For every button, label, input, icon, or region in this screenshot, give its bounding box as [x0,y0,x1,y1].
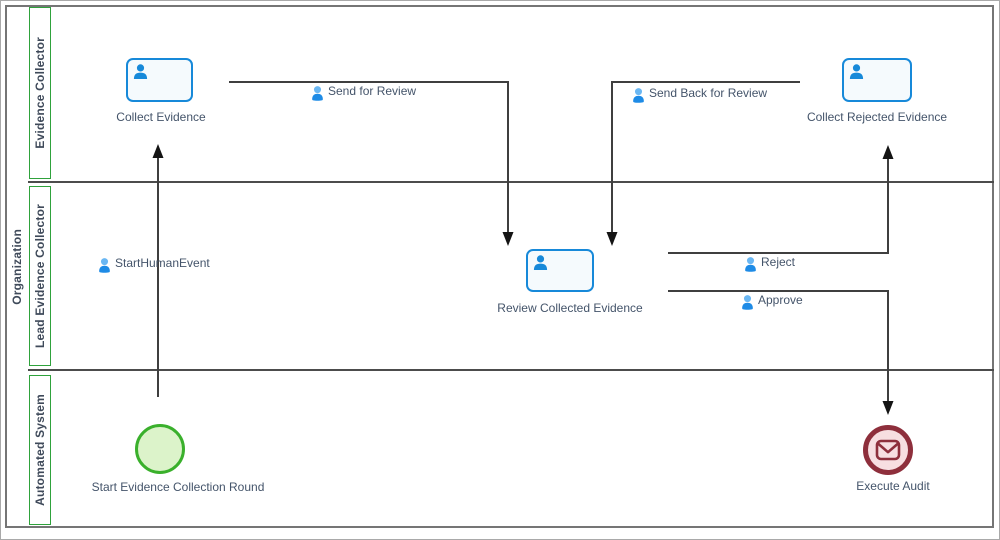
person-icon [99,258,110,273]
pool-label: Organization [9,228,24,305]
flow-reject[interactable] [668,145,894,254]
flow-label-text: Send for Review [328,84,417,98]
flow-label-send-for-review: Send for Review [311,84,416,101]
end-event-execute-audit[interactable] [863,425,913,475]
arrowhead-down-icon [882,401,894,415]
flow-send-for-review[interactable] [229,81,514,246]
flow-approve[interactable] [668,290,894,415]
lane-divider-2 [28,369,994,371]
flow-label-text: StartHumanEvent [115,256,210,270]
arrowhead-down-icon [606,232,618,246]
flow-label-start-human-event: StartHumanEvent [98,256,210,273]
flow-line [668,290,889,403]
end-event-label: Execute Audit [856,479,930,493]
arrowhead-down-icon [502,232,514,246]
flow-line [229,81,509,234]
lane-header-automated-system: Automated System [29,375,51,525]
task-collect-rejected-evidence[interactable] [842,58,912,102]
flow-label-approve: Approve [741,293,803,310]
task-label-collect-rejected-evidence: Collect Rejected Evidence [806,110,948,124]
flow-line [611,81,800,234]
user-task-icon [133,64,148,79]
flow-label-text: Approve [758,293,803,307]
task-review-collected-evidence[interactable] [526,249,594,292]
lane-label: Evidence Collector [33,37,47,149]
person-icon [312,86,323,101]
flow-label-text: Send Back for Review [649,86,768,100]
flow-label-text: Reject [761,255,796,269]
task-collect-evidence[interactable] [126,58,193,102]
lane-label: Automated System [33,394,47,506]
lane-header-evidence-collector: Evidence Collector [29,7,51,179]
start-event-label: Start Evidence Collection Round [91,480,265,494]
person-icon [633,88,644,103]
pool-header-organization: Organization [5,5,28,528]
flow-label-reject: Reject [744,255,795,272]
flow-start-human-event[interactable] [152,144,164,397]
person-icon [742,295,753,310]
start-event-circle[interactable] [135,424,185,474]
flow-label-send-back-for-review: Send Back for Review [632,86,767,103]
lane-header-lead-evidence-collector: Lead Evidence Collector [29,186,51,366]
person-icon [745,257,756,272]
task-label-review-collected-evidence: Review Collected Evidence [497,301,643,315]
arrowhead-up-icon [152,144,164,158]
user-task-icon [849,64,864,79]
user-task-icon [533,255,548,270]
arrowhead-up-icon [882,145,894,159]
message-envelope-icon [875,439,901,461]
task-label-collect-evidence: Collect Evidence [116,110,206,124]
lane-label: Lead Evidence Collector [33,204,47,348]
flow-line [668,157,889,254]
lane-divider-1 [28,181,994,183]
flow-send-back-for-review[interactable] [606,81,801,246]
